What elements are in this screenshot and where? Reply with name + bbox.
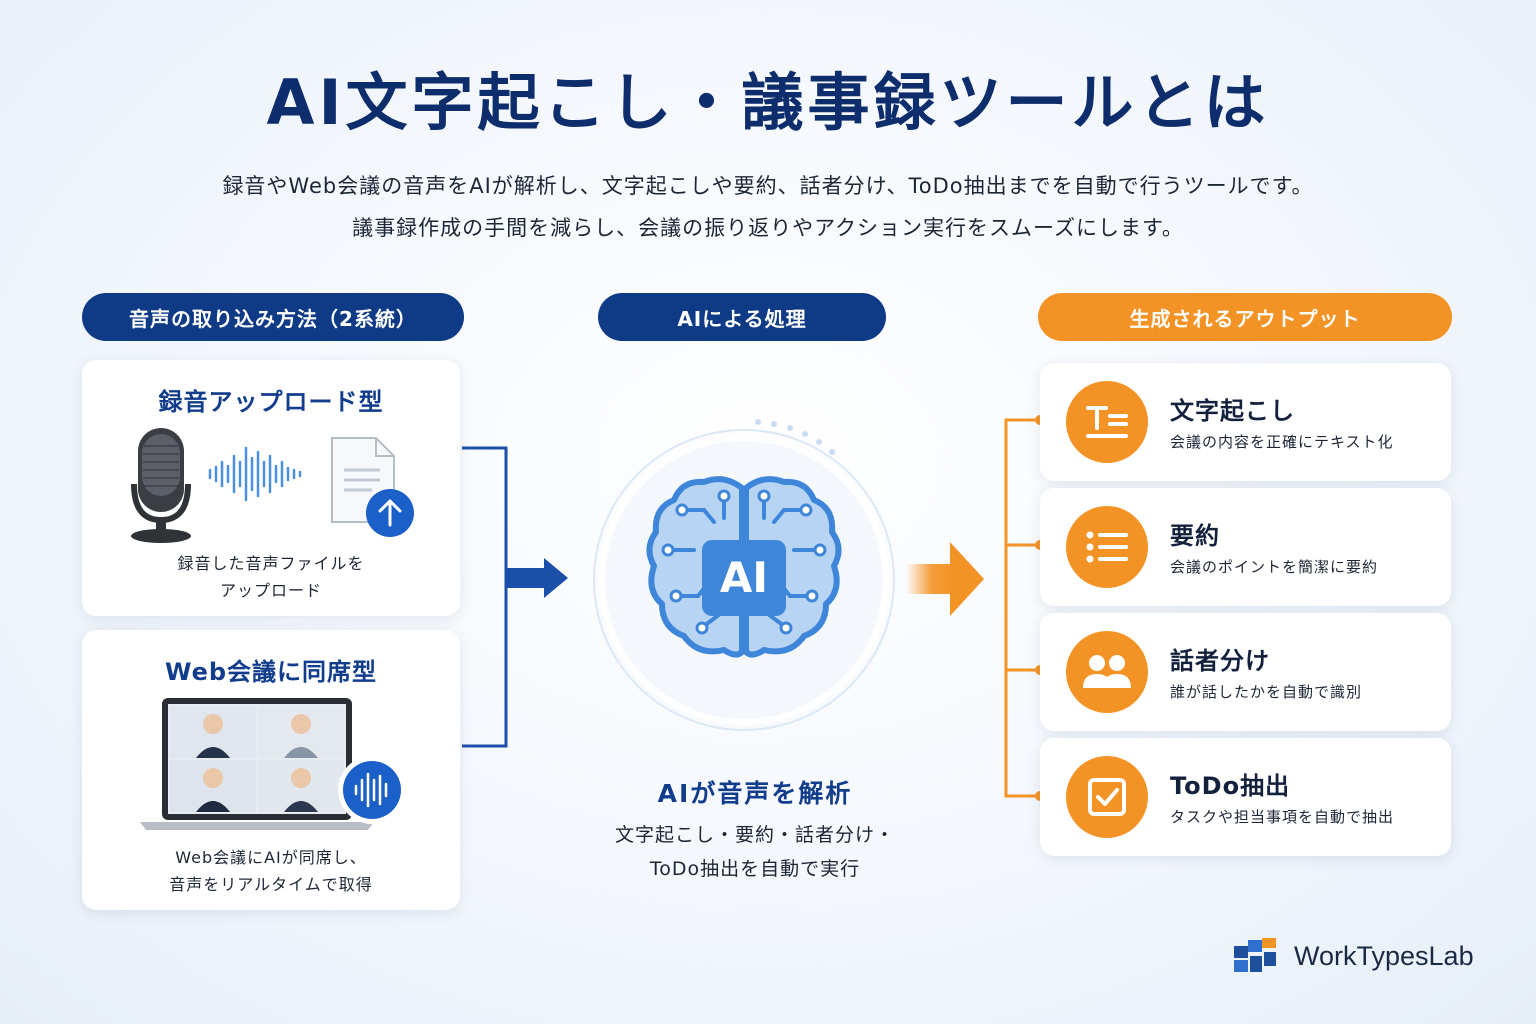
upload-card-text-1: 録音した音声ファイルを	[177, 554, 365, 573]
web-meeting-card-text-1: Web会議にAIが同席し、	[175, 848, 367, 867]
ai-brain-illustration: AI	[578, 414, 910, 746]
output-text: 会議のポイントを簡潔に要約	[1170, 558, 1379, 576]
output-title: ToDo抽出	[1170, 772, 1291, 800]
sound-wave-icon	[208, 446, 302, 502]
ai-process-header: AIによる処理	[598, 293, 886, 341]
worktypeslab-logo-icon	[1234, 938, 1276, 972]
people-icon	[1066, 631, 1148, 713]
video-participant-icon	[196, 714, 318, 812]
upload-illustration	[131, 428, 414, 543]
upload-card-text-2: アップロード	[219, 581, 322, 600]
description-line-2: 議事録作成の手間を減らし、会議の振り返りやアクション実行をスムーズにします。	[352, 216, 1184, 240]
web-meeting-card-text-2: 音声をリアルタイムで取得	[169, 875, 373, 894]
input-bracket-connector	[462, 446, 568, 748]
ai-badge: AI	[720, 553, 768, 602]
brain-icon: AI	[646, 476, 842, 658]
upload-card-title: 録音アップロード型	[158, 388, 384, 416]
output-card-summary: 要約 会議のポイントを簡潔に要約	[1040, 488, 1451, 606]
output-card-speaker-separation: 話者分け 誰が話したかを自動で識別	[1040, 613, 1451, 731]
output-card-todo: ToDo抽出 タスクや担当事項を自動で抽出	[1040, 738, 1451, 856]
ai-process-text-2: ToDo抽出を自動で実行	[649, 858, 861, 880]
laptop-illustration	[140, 698, 406, 830]
laptop-icon	[140, 698, 374, 830]
text-lines-icon	[1066, 381, 1148, 463]
description-line-1: 録音やWeb会議の音声をAIが解析し、文字起こしや要約、話者分け、ToDo抽出ま…	[222, 174, 1314, 198]
brand-name: WorkTypesLab	[1294, 940, 1474, 971]
output-bracket-connector	[1004, 415, 1045, 801]
microphone-icon	[131, 428, 191, 543]
input-methods-header: 音声の取り込み方法（2系統）	[82, 293, 464, 341]
ai-voice-icon	[338, 756, 406, 824]
orange-arrow-icon	[906, 542, 984, 616]
output-card-transcription: 文字起こし 会議の内容を正確にテキスト化	[1040, 363, 1451, 481]
upload-arrow-icon	[366, 489, 414, 537]
right-arrow-icon	[506, 558, 568, 598]
output-title: 文字起こし	[1170, 397, 1295, 425]
upload-card: 録音アップロード型	[82, 360, 460, 616]
checkbox-icon	[1066, 756, 1148, 838]
output-title: 要約	[1170, 522, 1220, 550]
progress-dots	[755, 419, 835, 455]
output-title: 話者分け	[1170, 647, 1270, 675]
ai-process-heading: AIが音声を解析	[657, 779, 853, 808]
output-text: 誰が話したかを自動で識別	[1170, 683, 1363, 701]
output-text: タスクや担当事項を自動で抽出	[1170, 808, 1395, 826]
ai-process-text-1: 文字起こし・要約・話者分け・	[614, 824, 895, 846]
web-meeting-card: Web会議に同席型 Web会議にAIが同席し、 音声をリ	[82, 630, 460, 910]
page-title: AI文字起こし・議事録ツールとは	[266, 66, 1270, 139]
output-text: 会議の内容を正確にテキスト化	[1170, 433, 1394, 451]
output-header: 生成されるアウトプット	[1038, 293, 1452, 341]
web-meeting-card-title: Web会議に同席型	[164, 658, 378, 686]
bullet-list-icon	[1066, 506, 1148, 588]
brand-logo: WorkTypesLab	[1232, 936, 1474, 976]
